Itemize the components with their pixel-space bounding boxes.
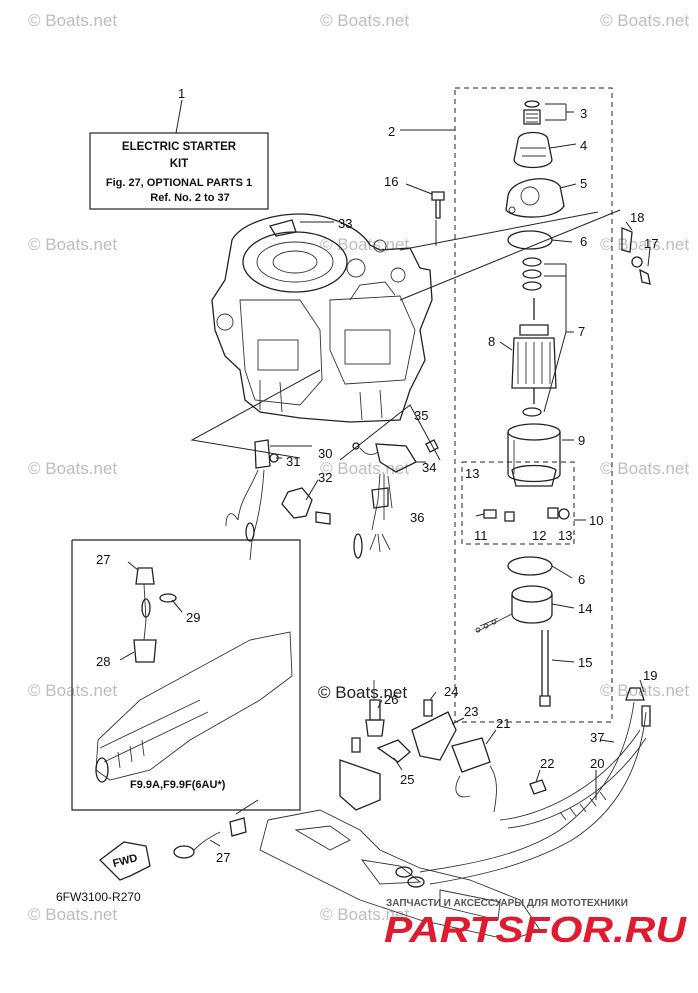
watermark: © Boats.net [28, 11, 117, 30]
callout-30: 30 [318, 446, 332, 461]
watermark: © Boats.net [28, 235, 117, 254]
rectifier-34 [352, 439, 439, 559]
callout-29: 29 [186, 610, 200, 625]
callout-10: 10 [589, 513, 603, 528]
starter-motor-parts [461, 100, 575, 707]
leader-lines [127, 103, 651, 847]
callout-23: 23 [464, 704, 478, 719]
callout-35: 35 [414, 408, 428, 423]
callout-33: 33 [338, 216, 352, 231]
callout-1: 1 [178, 86, 185, 101]
clip-33 [269, 219, 297, 237]
callout-4: 4 [580, 138, 587, 153]
watermark: © Boats.net [600, 459, 689, 478]
callout-28: 28 [96, 654, 110, 669]
callout-34: 34 [422, 460, 436, 475]
watermark: © Boats.net [320, 459, 409, 478]
callout-32: 32 [318, 470, 332, 485]
kit-subtitle: KIT [170, 158, 189, 170]
callout-27-b: 27 [216, 850, 230, 865]
callout-15: 15 [578, 655, 592, 670]
callout-22: 22 [540, 756, 554, 771]
callout-11: 11 [474, 528, 488, 543]
callout-numbers: 1 2 3 4 5 6 7 8 9 10 11 12 13 13 6 14 15… [96, 86, 658, 865]
kit-title: ELECTRIC STARTER [122, 141, 237, 153]
callout-5: 5 [580, 176, 587, 191]
bolt-16 [431, 191, 445, 219]
callout-18: 18 [630, 210, 644, 225]
callout-2: 2 [388, 124, 395, 139]
callout-14: 14 [578, 601, 592, 616]
callout-7: 7 [578, 324, 585, 339]
callout-27: 27 [96, 552, 110, 567]
callout-13-b: 13 [558, 528, 572, 543]
shop-tagline: ЗАПЧАСТИ И АКСЕССУАРЫ ДЛЯ МОТОТЕХНИКИ [386, 898, 628, 909]
fwd-arrow-icon: FWD [99, 841, 151, 881]
callout-24: 24 [444, 684, 458, 699]
inset-model-label: F9.9A,F9.9F(6AU*) [130, 779, 226, 791]
callout-26: 26 [384, 692, 398, 707]
callout-8: 8 [488, 334, 495, 349]
watermark: © Boats.net [600, 11, 689, 30]
watermark: © Boats.net [320, 11, 409, 30]
starter-kit-boundary [454, 87, 613, 723]
lower-harness-assembly [173, 680, 651, 941]
watermark-center: © Boats.net [318, 683, 407, 702]
relay-30-31 [225, 439, 312, 561]
kit-figure-ref: Fig. 27, OPTIONAL PARTS 1 [106, 177, 252, 189]
callout-37: 37 [590, 730, 604, 745]
callout-20: 20 [590, 756, 604, 771]
watermark: © Boats.net [28, 905, 117, 924]
watermark: © Boats.net [28, 459, 117, 478]
bracket-32 [281, 487, 313, 519]
watermark: © Boats.net [320, 905, 409, 924]
callout-13: 13 [465, 466, 479, 481]
shop-branding: ЗАПЧАСТИ И АКСЕССУАРЫ ДЛЯ МОТОТЕХНИКИ PA… [384, 898, 687, 950]
watermark: © Boats.net [28, 681, 117, 700]
engine-block-drawing [211, 213, 433, 423]
watermark-layer: © Boats.net © Boats.net © Boats.net © Bo… [28, 11, 689, 924]
callout-36: 36 [410, 510, 424, 525]
inset-panel: F9.9A,F9.9F(6AU*) [71, 539, 301, 811]
watermark: © Boats.net [600, 681, 689, 700]
terminal-18 [621, 227, 633, 253]
callout-6-b: 6 [578, 572, 585, 587]
callout-25: 25 [400, 772, 414, 787]
callout-3: 3 [580, 106, 587, 121]
callout-6: 6 [580, 234, 587, 249]
kit-info-box: ELECTRIC STARTER KIT Fig. 27, OPTIONAL P… [89, 99, 269, 210]
callout-17: 17 [644, 236, 658, 251]
kit-ref-range: Ref. No. 2 to 37 [150, 192, 229, 204]
callout-16: 16 [384, 174, 398, 189]
callout-19: 19 [643, 668, 657, 683]
shop-logo: PARTSFOR.RU [384, 909, 687, 950]
diagram-code: 6FW3100-R270 [56, 890, 141, 904]
callout-9: 9 [578, 433, 585, 448]
callout-21: 21 [496, 716, 510, 731]
callout-12: 12 [532, 528, 546, 543]
callout-31: 31 [286, 454, 300, 469]
